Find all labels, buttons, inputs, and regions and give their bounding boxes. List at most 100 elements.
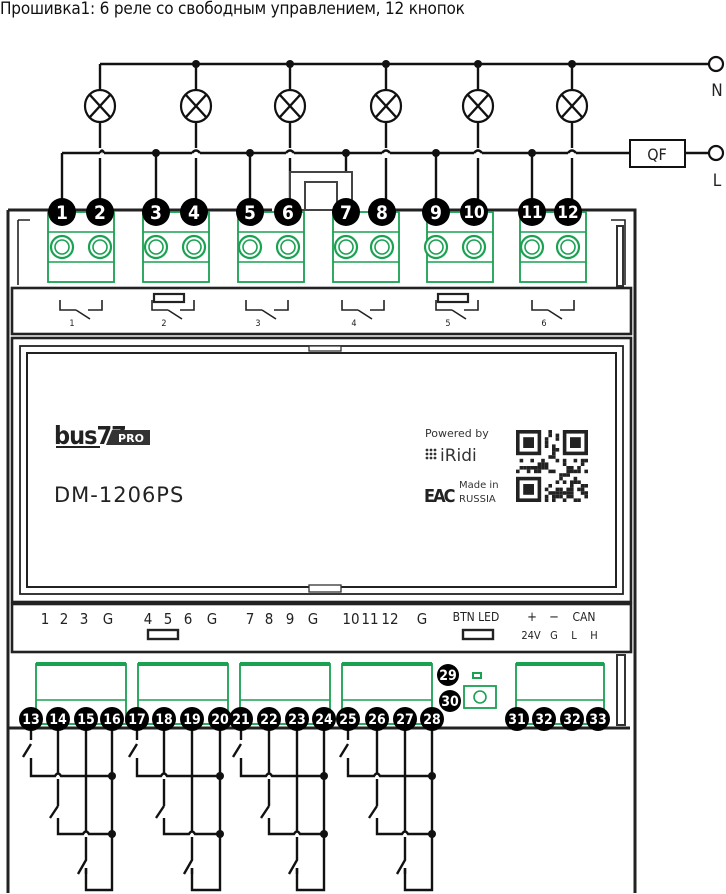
qr-code-icon — [516, 430, 588, 502]
svg-text:19: 19 — [183, 712, 201, 728]
svg-text:23: 23 — [288, 712, 306, 728]
svg-text:27: 27 — [396, 712, 414, 728]
port-label: 2 — [60, 610, 69, 628]
port-label: G — [308, 610, 318, 628]
terminal-number-badge: 19 — [180, 707, 204, 731]
svg-text:17: 17 — [128, 712, 146, 728]
svg-text:5: 5 — [244, 202, 256, 224]
svg-text:4: 4 — [188, 202, 200, 224]
svg-text:1: 1 — [56, 202, 68, 224]
terminal-number-badge: 27 — [393, 707, 417, 731]
svg-text:24: 24 — [315, 712, 333, 728]
terminal-number-badge: 30 — [439, 690, 461, 712]
port-label: 3 — [80, 610, 89, 628]
svg-text:31: 31 — [508, 712, 526, 728]
terminal-number-badge: 28 — [420, 707, 444, 731]
svg-text:1: 1 — [69, 319, 74, 329]
svg-text:20: 20 — [211, 712, 229, 728]
svg-text:3: 3 — [255, 319, 260, 329]
relay-contact-icon: 6 — [531, 300, 575, 329]
svg-text:33: 33 — [589, 712, 607, 728]
terminal-block — [515, 662, 605, 725]
terminal-number-badge: 20 — [208, 707, 232, 731]
terminal-number-badge: 26 — [365, 707, 389, 731]
terminal-number-badge: 2 — [86, 198, 114, 226]
line-bus: QF L — [60, 139, 725, 200]
terminal-number-badge: 21 — [229, 707, 253, 731]
terminal-number-badge: 17 — [125, 707, 149, 731]
eac-mark-icon: EAC — [424, 486, 455, 507]
terminal-number-badge: 9 — [422, 198, 450, 226]
ground-label: G — [550, 629, 558, 642]
terminal-number-badge: 13 — [19, 707, 43, 731]
svg-text:16: 16 — [103, 712, 121, 728]
svg-text:5: 5 — [445, 319, 450, 329]
relay-contact-icon: 2 — [151, 292, 195, 329]
svg-text:12: 12 — [557, 203, 578, 223]
svg-text:8: 8 — [376, 202, 388, 224]
breaker-qf — [629, 139, 686, 168]
svg-text:30: 30 — [441, 694, 459, 710]
can-l-label: L — [571, 629, 577, 642]
platform-name: iRidi — [440, 446, 477, 466]
terminal-number-badge: 15 — [74, 707, 98, 731]
terminal-number-badge: 32 — [560, 707, 584, 731]
port-label: 7 — [246, 610, 255, 628]
svg-text:14: 14 — [49, 712, 67, 728]
can-h-label: H — [590, 629, 597, 642]
port-label: 4 — [144, 610, 153, 628]
terminal-number-badge: 23 — [285, 707, 309, 731]
port-label: G — [207, 610, 217, 628]
led-indicator-icon — [436, 292, 470, 304]
made-in-text: Made in — [459, 480, 499, 491]
terminal-block — [332, 211, 400, 283]
terminal-l-icon — [707, 144, 725, 162]
led-indicator-icon — [146, 628, 180, 641]
brand-badge: PRO — [118, 432, 144, 445]
24v-label: 24V — [521, 629, 541, 642]
lamp-icon — [179, 64, 213, 200]
relay-contact-icon: 5 — [435, 292, 479, 329]
power-plus-label: + — [527, 610, 537, 625]
terminal-number-badge: 11 — [518, 198, 546, 226]
status-led-icon — [472, 672, 482, 679]
port-label: G — [103, 610, 113, 628]
svg-text:3: 3 — [150, 202, 162, 224]
port-label: 10 — [342, 610, 359, 628]
svg-text:18: 18 — [155, 712, 173, 728]
lamp-icon — [555, 64, 589, 200]
power-minus-label: − — [549, 610, 559, 625]
svg-text:28: 28 — [423, 712, 441, 728]
svg-text:22: 22 — [260, 712, 278, 728]
svg-text:26: 26 — [368, 712, 386, 728]
svg-text:32: 32 — [563, 712, 581, 728]
svg-text:6: 6 — [541, 319, 546, 329]
svg-text:29: 29 — [439, 668, 457, 684]
terminal-number-badge: 22 — [257, 707, 281, 731]
port-label: 6 — [184, 610, 193, 628]
breaker-label: QF — [647, 145, 667, 164]
terminal-number-badge: 10 — [460, 198, 488, 226]
terminal-number-badge: 7 — [332, 198, 360, 226]
terminal-number-badge: 16 — [100, 707, 124, 731]
can-label: CAN — [573, 610, 596, 624]
svg-text:32: 32 — [535, 712, 553, 728]
neutral-label: N — [711, 81, 722, 101]
terminal-number-badge: 24 — [312, 707, 336, 731]
btn-led-label: BTN LED — [453, 610, 500, 624]
line-label: L — [713, 171, 722, 191]
lamp-icon — [461, 64, 495, 200]
relay-contact-icon: 3 — [245, 300, 289, 329]
relay-contact-icon: 1 — [59, 300, 103, 329]
terminal-block — [423, 211, 494, 283]
port-label: 12 — [381, 610, 398, 628]
terminal-number-badge: 3 — [142, 198, 170, 226]
terminal-number-badge: 5 — [236, 198, 264, 226]
relay-contact-icon: 4 — [341, 300, 385, 329]
button-group — [231, 730, 328, 892]
svg-text:13: 13 — [22, 712, 40, 728]
terminal-number-badge: 18 — [152, 707, 176, 731]
